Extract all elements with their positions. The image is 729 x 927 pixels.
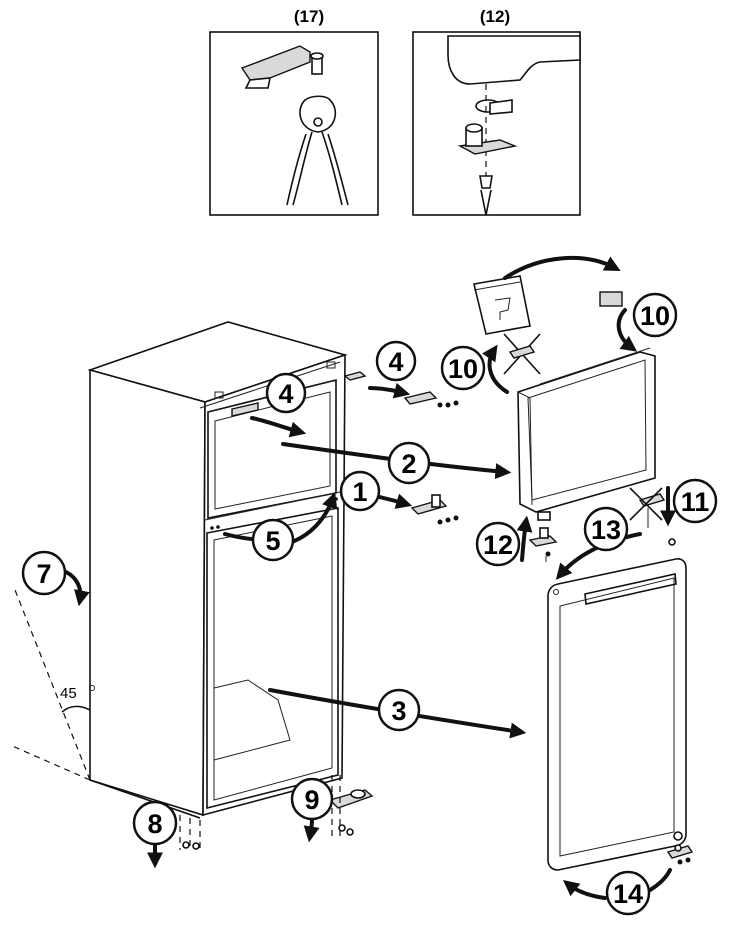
tilt-angle-indicator: 45 [9,589,95,781]
step-2-number: 2 [401,449,416,479]
step-5-number: 5 [265,526,280,556]
parts-bag-icon [473,275,531,335]
inset-12-label: (12) [480,7,510,26]
leg-screws-icon [179,815,201,850]
hinge-cap-icon [599,291,623,307]
door-corner-icon [447,35,581,85]
angle-label: 45 [60,685,77,702]
step-1-number: 1 [352,477,367,507]
inset-12-panel: (12) [412,7,581,216]
step-1: 1 [339,470,381,512]
fridge-door [547,558,687,871]
step-8-number: 8 [147,809,162,839]
step-14-number: 14 [613,879,643,909]
step-4b-number: 4 [278,379,293,409]
step-13-number: 13 [591,515,621,545]
step-11: 11 [672,478,718,524]
step-5: 5 [251,518,295,562]
bottom-door-pin-icon [666,844,694,865]
step-callouts: 4 4 2 1 5 3 7 8 [21,292,718,916]
crossed-part-icon [629,487,666,528]
freezer-door [517,347,656,521]
step-7: 7 [21,550,67,596]
step-14: 14 [605,870,651,916]
step-10a: 10 [632,292,678,338]
step-10a-number: 10 [640,301,670,331]
door-bushing-icon [668,538,676,546]
step-10b: 10 [440,345,486,391]
crossed-hinge-icon [503,333,541,375]
step-9-number: 9 [304,785,319,815]
step-7-number: 7 [36,559,51,589]
step-4b: 4 [265,372,307,414]
door-hinge-pin-icon [528,527,558,562]
step-12: 12 [475,521,521,567]
step-3-number: 3 [391,696,406,726]
step-12-number: 12 [483,530,513,560]
hinge-bracket-icon [240,45,324,89]
refrigerator-cabinet [87,321,348,819]
step-4a-number: 4 [388,347,403,377]
bottom-hinge-icon [328,775,374,840]
step-13: 13 [583,506,629,552]
step-9: 9 [290,777,334,821]
inset-17-label: (17) [294,7,324,26]
pliers-icon [286,95,349,206]
middle-hinge-parts-icon [410,494,459,525]
fridge-compartment [206,507,339,810]
step-10b-number: 10 [448,354,478,384]
inset-17-panel: (17) [209,7,379,216]
step-3: 3 [377,688,421,732]
step-4a: 4 [375,340,417,382]
step-8: 8 [132,800,178,846]
step-11-number: 11 [681,487,710,517]
top-hinge-parts-icon [343,371,459,408]
step-2: 2 [387,441,431,485]
hinge-pin-icon [457,84,518,216]
